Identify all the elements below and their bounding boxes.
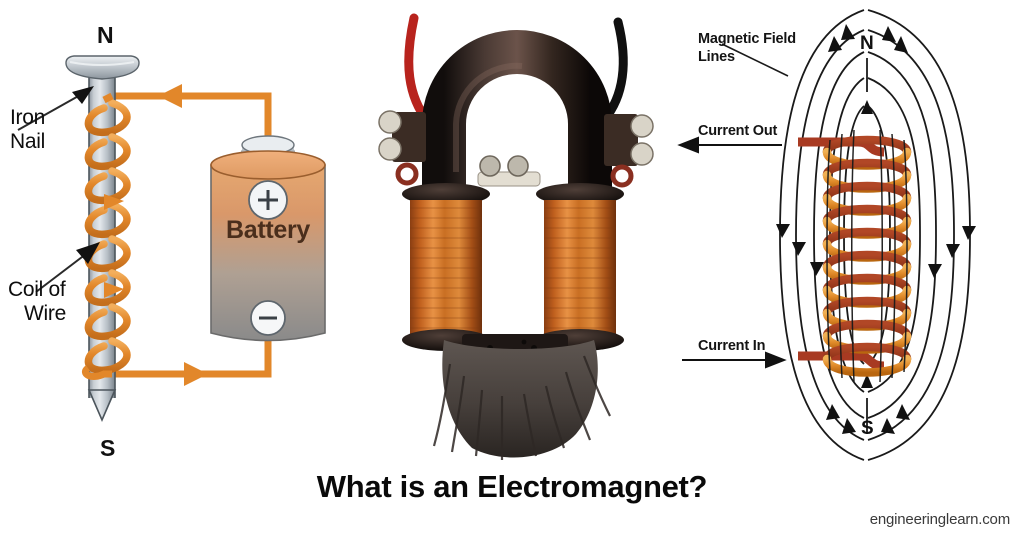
iron-nail-label-line1: Iron (10, 106, 45, 129)
coil-of-wire-label-line2: Wire (24, 302, 66, 325)
south-pole-label-left: S (100, 435, 116, 461)
magnetic-field-lines-label-line2: Lines (698, 49, 735, 65)
field-lines-overlay (826, 129, 908, 383)
north-pole-label-right: N (860, 33, 874, 54)
solenoid-field-diagram: Magnetic Field Lines Current Out Current… (672, 0, 1024, 470)
iron-nail-leader-line (17, 86, 94, 131)
terminal-block-left (378, 110, 426, 186)
site-credit: engineeringlearn.com (869, 511, 1010, 528)
electromagnet-circuit-diagram: N S (0, 0, 345, 470)
current-out-label: Current Out (698, 123, 778, 139)
battery (210, 135, 326, 342)
solenoid-turns (822, 135, 912, 377)
field-direction-arrowheads (776, 24, 976, 434)
iron-filings (432, 340, 611, 460)
current-out-arrow (677, 136, 782, 154)
coil-current-arrows (104, 194, 124, 298)
center-contacts (477, 155, 541, 187)
current-direction-arrows (158, 84, 208, 386)
current-in-label: Current In (698, 338, 766, 354)
north-pole-label-left: N (97, 22, 114, 48)
south-pole-label-right: S (861, 418, 874, 439)
copper-coil-left (402, 183, 490, 351)
magnetic-field-lines-label-line1: Magnetic Field (698, 31, 796, 47)
terminal-block-right (604, 114, 654, 188)
iron-nail-label-line2: Nail (10, 130, 45, 153)
page-title: What is an Electromagnet? (316, 469, 708, 504)
coil-lead-in (798, 351, 885, 371)
magnetic-field-leader-line (721, 43, 789, 77)
current-in-arrow (682, 351, 787, 369)
battery-label: Battery (225, 216, 311, 244)
horseshoe-electromagnet-photo (352, 4, 682, 464)
copper-coil-right (536, 183, 624, 351)
nail-tip (89, 390, 115, 420)
coil-of-wire-leader-line (35, 242, 100, 293)
iron-horseshoe-core (422, 30, 612, 194)
coil-of-wire-label-line1: Coil of (8, 278, 66, 301)
nail-head (65, 55, 140, 80)
